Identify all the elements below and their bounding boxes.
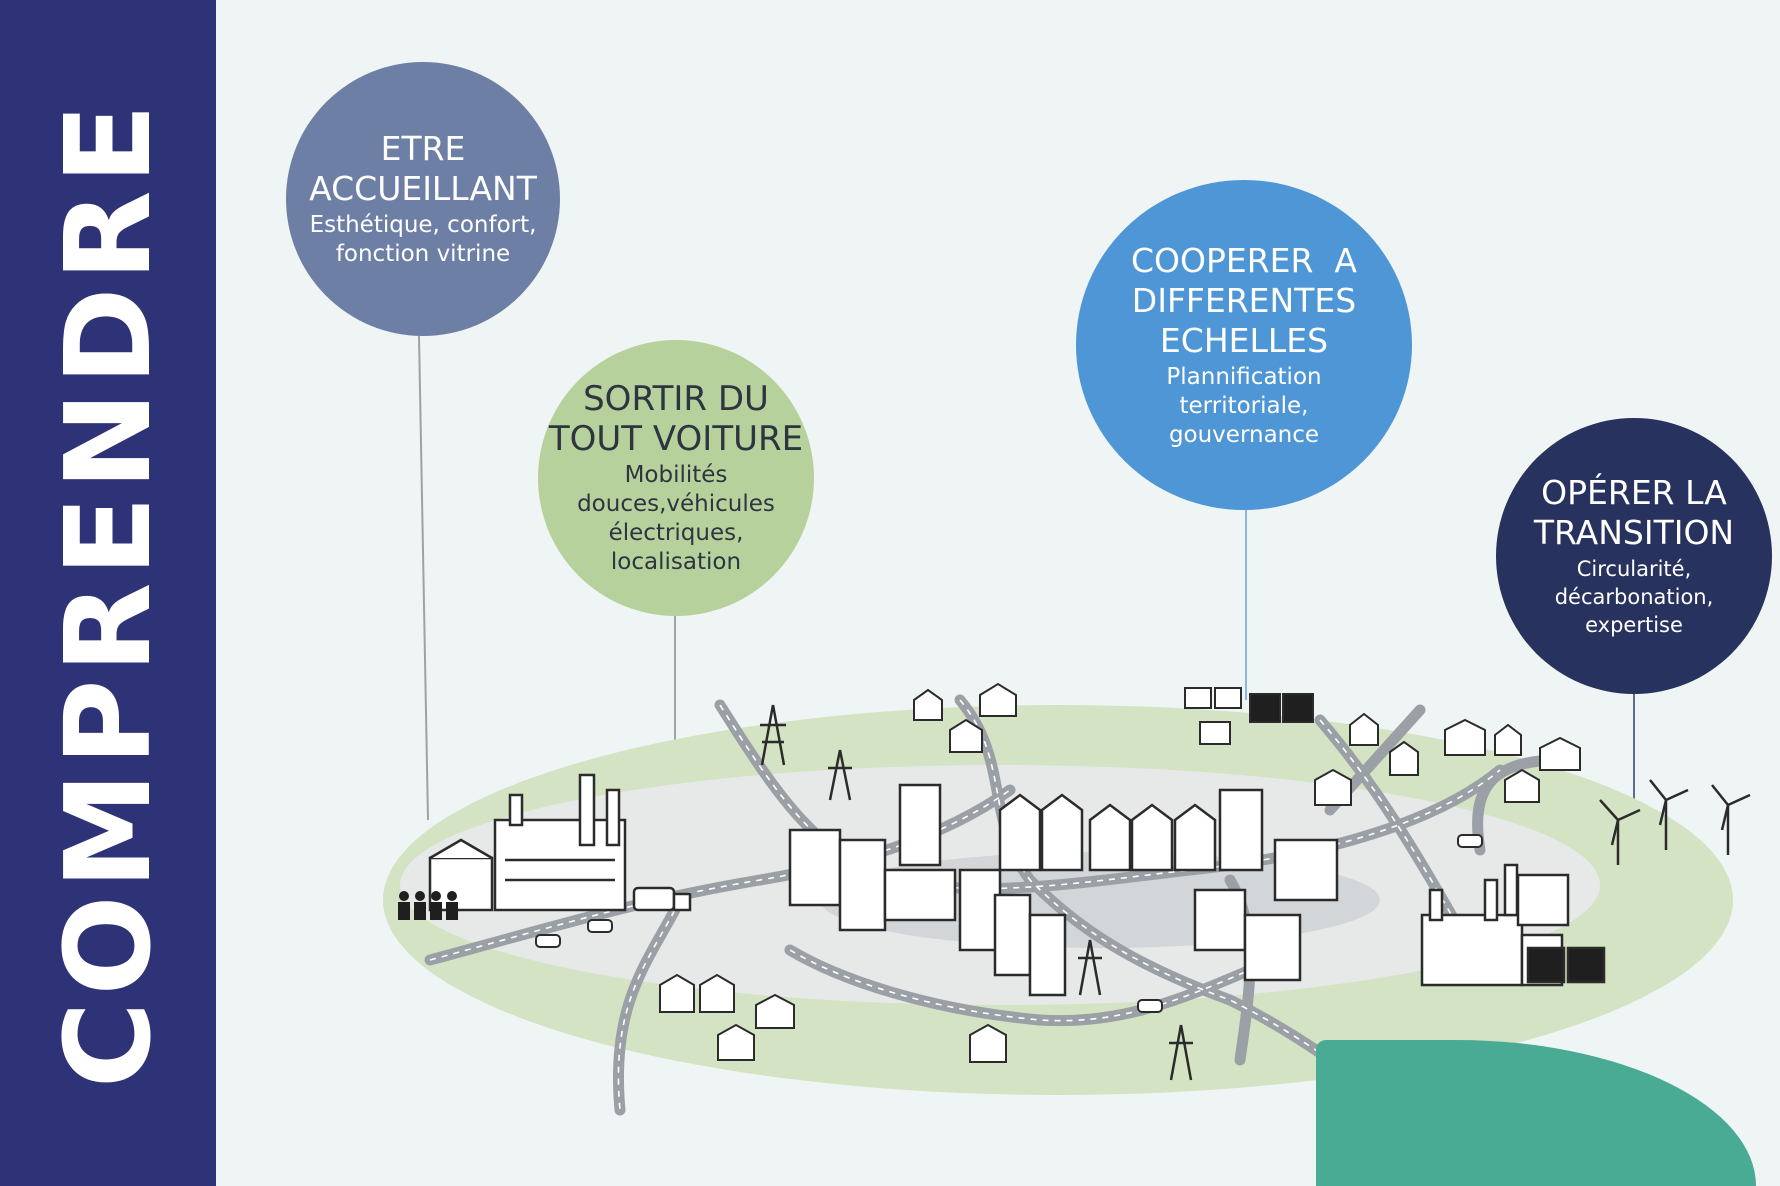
title-line: COOPERER A	[1130, 240, 1357, 280]
bubble-title: SORTIR DU TOUT VOITURE	[549, 379, 803, 459]
bubble-title: OPÉRER LA TRANSITION	[1534, 473, 1734, 553]
title-line: TOUT VOITURE	[548, 419, 804, 459]
desc-line: fonction vitrine	[335, 241, 511, 267]
sidebar: COMPRENDRE	[0, 0, 216, 1186]
desc-line: territoriale,	[1179, 392, 1309, 419]
power-pylons	[760, 704, 1193, 1081]
townhouses	[998, 793, 1302, 982]
desc-line: électriques,	[608, 520, 744, 546]
title-line: ETRE	[380, 129, 466, 168]
bubble-etre-accueillant: ETRE ACCUEILLANT Esthétique, confort, fo…	[286, 62, 560, 336]
title-line: ECHELLES	[1159, 320, 1329, 360]
desc-line: Plannification	[1166, 363, 1322, 390]
bubble-description: Esthétique, confort, fonction vitrine	[310, 211, 537, 269]
desc-line: gouvernance	[1168, 421, 1320, 448]
factory-right	[1420, 863, 1606, 987]
people-group	[398, 891, 458, 920]
bubble-description: Plannification territoriale, gouvernance	[1166, 363, 1321, 450]
bubble-description: Mobilités douces,véhicules électriques, …	[577, 461, 775, 577]
factory-left	[428, 773, 627, 912]
light-industry-top	[1184, 687, 1314, 745]
scattered-houses	[659, 682, 1581, 1063]
desc-line: Circularité,	[1576, 557, 1692, 581]
bubble-operer-la-transition: OPÉRER LA TRANSITION Circularité, décarb…	[1496, 418, 1772, 694]
truck	[632, 886, 692, 912]
title-line: DIFFERENTES	[1131, 280, 1357, 320]
desc-line: localisation	[610, 549, 742, 575]
title-line: SORTIR DU	[583, 379, 769, 419]
bubble-sortir-du-tout-voiture: SORTIR DU TOUT VOITURE Mobilités douces,…	[538, 340, 814, 616]
desc-line: expertise	[1585, 613, 1683, 637]
bubble-title: COOPERER A DIFFERENTES ECHELLES	[1131, 241, 1357, 361]
connector-line-accueillant	[418, 335, 429, 821]
bubble-title: ETRE ACCUEILLANT	[309, 129, 537, 209]
desc-line: décarbonation,	[1554, 585, 1714, 609]
title-line: TRANSITION	[1533, 513, 1735, 552]
title-line: OPÉRER LA	[1541, 473, 1727, 512]
bubble-cooperer: COOPERER A DIFFERENTES ECHELLES Plannifi…	[1076, 180, 1412, 510]
wind-turbines	[1599, 779, 1751, 865]
cars	[535, 834, 1483, 1013]
city-towers	[788, 783, 1339, 997]
desc-line: Esthétique, confort,	[309, 212, 537, 238]
desc-line: douces,véhicules	[577, 491, 775, 517]
title-line: ACCUEILLANT	[309, 169, 537, 208]
desc-line: Mobilités	[624, 462, 728, 488]
bubble-description: Circularité, décarbonation, expertise	[1555, 555, 1714, 639]
